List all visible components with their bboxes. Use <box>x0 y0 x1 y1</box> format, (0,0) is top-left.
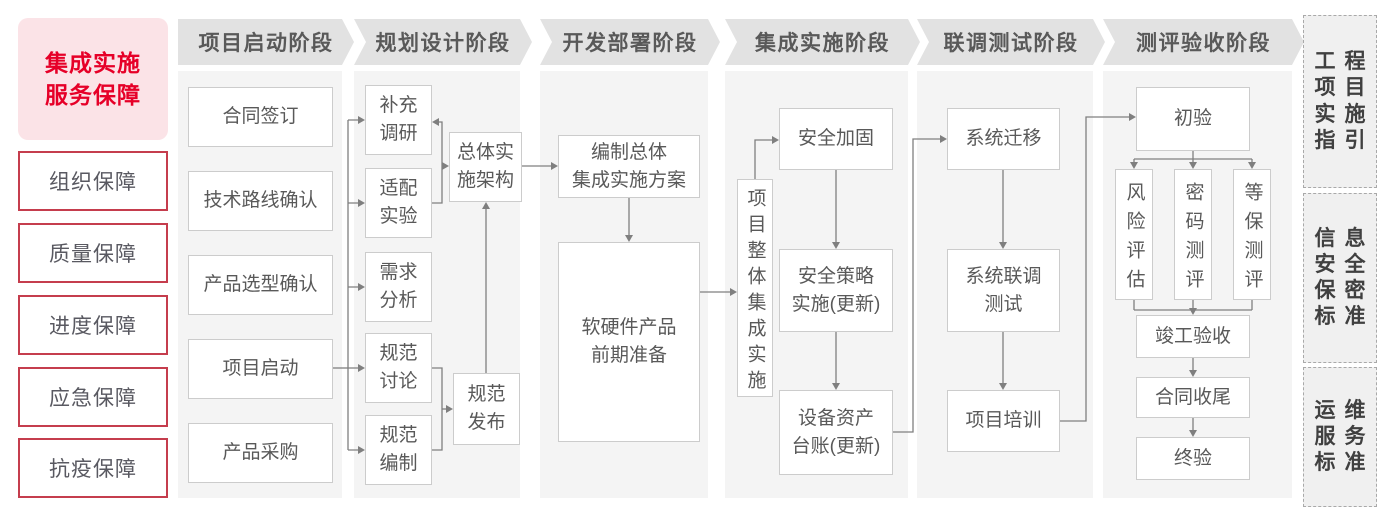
box-project-kickoff: 项目启动 <box>188 339 333 399</box>
box-contract-closure: 合同收尾 <box>1136 377 1250 418</box>
box-system-joint-test: 系统联调 测试 <box>947 249 1060 332</box>
standard-ops-service: 运维 服务 标准 <box>1303 367 1377 507</box>
phase-header-dev-deploy: 开发部署阶段 <box>540 19 720 65</box>
box-final-acceptance: 终验 <box>1136 437 1250 480</box>
box-product-procurement: 产品采购 <box>188 423 333 483</box>
box-risk-assessment: 风险评估 <box>1115 169 1153 300</box>
sidebar-item-quality: 质量保障 <box>18 223 168 283</box>
box-adaptation-experiment: 适配 实验 <box>365 168 432 238</box>
box-product-selection-confirm: 产品选型确认 <box>188 255 333 315</box>
box-overall-implementation-architecture: 总体实 施架构 <box>449 132 522 202</box>
box-overall-integration-implementation: 项目整体集成实施 <box>737 179 773 397</box>
standard-project-implementation-guide: 工程 项目 实施 指引 <box>1303 15 1377 188</box>
box-tech-route-confirm: 技术路线确认 <box>188 171 333 231</box>
box-project-training: 项目培训 <box>947 390 1060 452</box>
box-hw-sw-preparation: 软硬件产品 前期准备 <box>558 242 700 442</box>
box-spec-drafting: 规范 编制 <box>365 415 432 485</box>
box-crypto-evaluation: 密码测评 <box>1174 169 1212 300</box>
box-security-hardening: 安全加固 <box>779 108 893 170</box>
standard-infosec-confidentiality: 信息 安全 保密 标准 <box>1303 193 1377 363</box>
sidebar-item-schedule: 进度保障 <box>18 295 168 355</box>
sidebar-item-epidemic: 抗疫保障 <box>18 438 168 498</box>
box-mlps-evaluation: 等保测评 <box>1233 169 1271 300</box>
box-completion-acceptance: 竣工验收 <box>1136 315 1250 358</box>
phase-header-project-kickoff: 项目启动阶段 <box>178 19 354 65</box>
sidebar-title: 集成实施 服务保障 <box>18 18 168 140</box>
box-system-migration: 系统迁移 <box>947 108 1060 170</box>
sidebar-item-organization: 组织保障 <box>18 151 168 211</box>
box-asset-ledger-update: 设备资产 台账(更新) <box>779 390 893 475</box>
sidebar-item-emergency: 应急保障 <box>18 367 168 427</box>
box-supplementary-research: 补充 调研 <box>365 85 432 155</box>
box-security-policy-implementation: 安全策略 实施(更新) <box>779 249 893 332</box>
phase-header-planning-design: 规划设计阶段 <box>354 19 532 65</box>
phase-header-joint-testing: 联调测试阶段 <box>917 19 1105 65</box>
box-overall-integration-plan: 编制总体 集成实施方案 <box>558 135 700 198</box>
box-contract-signing: 合同签订 <box>188 87 333 147</box>
box-spec-discussion: 规范 讨论 <box>365 333 432 403</box>
phase-header-integration: 集成实施阶段 <box>725 19 920 65</box>
box-spec-release: 规范 发布 <box>453 373 520 445</box>
phase-header-evaluation-acceptance: 测评验收阶段 <box>1103 19 1304 65</box>
box-requirement-analysis: 需求 分析 <box>365 252 432 322</box>
box-initial-acceptance: 初验 <box>1136 87 1250 151</box>
